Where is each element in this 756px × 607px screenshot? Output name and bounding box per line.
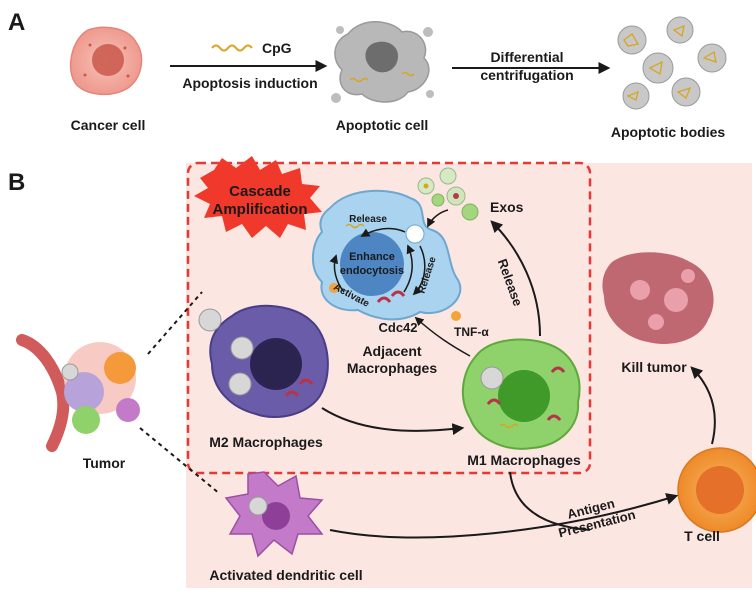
apoptotic-cell-label: Apoptotic cell (336, 117, 429, 133)
apoptotic-bodies-icon (617, 16, 727, 110)
line-m1-to-presentation (509, 471, 591, 531)
cascade-label-1: Cascade (229, 183, 291, 200)
cancer-cell-icon (69, 26, 143, 96)
panel-a-label: A (8, 9, 25, 36)
dotted-line-lower (139, 427, 221, 495)
arrow-activate-up (403, 244, 415, 293)
exos-label: Exos (490, 199, 524, 215)
arrow-release-exos (490, 220, 541, 337)
cpg-label: CpG (262, 40, 292, 56)
apoptotic-bodies-label: Apoptotic bodies (611, 124, 726, 140)
cpg-icon (211, 44, 253, 52)
exosome-vesicles-icon (417, 167, 479, 221)
tumor-label: Tumor (83, 455, 126, 471)
release-inner-label: Release (349, 214, 387, 225)
t-cell-label: T cell (684, 528, 720, 544)
tnf-label: TNF-α (454, 325, 489, 339)
m1-macrophage-icon (461, 338, 581, 450)
arrow-activate (329, 254, 345, 293)
enhance-label-2: endocytosis (340, 265, 404, 277)
m2-label: M2 Macrophages (209, 434, 323, 450)
cancer-cell-label: Cancer cell (71, 117, 146, 133)
enhance-label-1: Enhance (349, 251, 395, 263)
dendritic-label: Activated dendritic cell (209, 567, 362, 583)
dotted-line-upper (147, 291, 203, 355)
t-cell-icon (677, 447, 756, 533)
arrow-release-inner (360, 227, 406, 237)
m2-macrophage-icon (198, 304, 329, 418)
m1-label: M1 Macrophages (467, 452, 581, 468)
differential-label-1: Differential (490, 49, 563, 65)
cascade-label-2: Amplification (212, 201, 307, 218)
arrow-tnf (414, 316, 471, 357)
arrow-release-side (412, 245, 426, 296)
adjacent-label-1: Adjacent (362, 343, 421, 359)
kill-tumor-label: Kill tumor (621, 359, 687, 375)
arrow-exos-uptake (427, 209, 449, 228)
panel-b-label: B (8, 169, 25, 196)
dead-tumor-icon (602, 252, 714, 344)
arrow-t-cell-kill (690, 366, 716, 445)
cdc42-label: Cdc42 (378, 320, 417, 335)
differential-label-2: centrifugation (480, 67, 573, 83)
apoptotic-cell-icon (331, 21, 434, 103)
arrow-antigen-presentation (329, 493, 679, 539)
cascade-burst-icon (194, 156, 322, 238)
adjacent-macrophage-icon (312, 189, 462, 321)
tnf-icon (451, 311, 461, 321)
adjacent-label-2: Macrophages (347, 360, 437, 376)
arrow-m2-to-m1 (321, 407, 465, 436)
apoptosis-induction-label: Apoptosis induction (182, 75, 317, 91)
tumor-icon (16, 334, 140, 452)
dendritic-cell-icon (224, 471, 324, 558)
